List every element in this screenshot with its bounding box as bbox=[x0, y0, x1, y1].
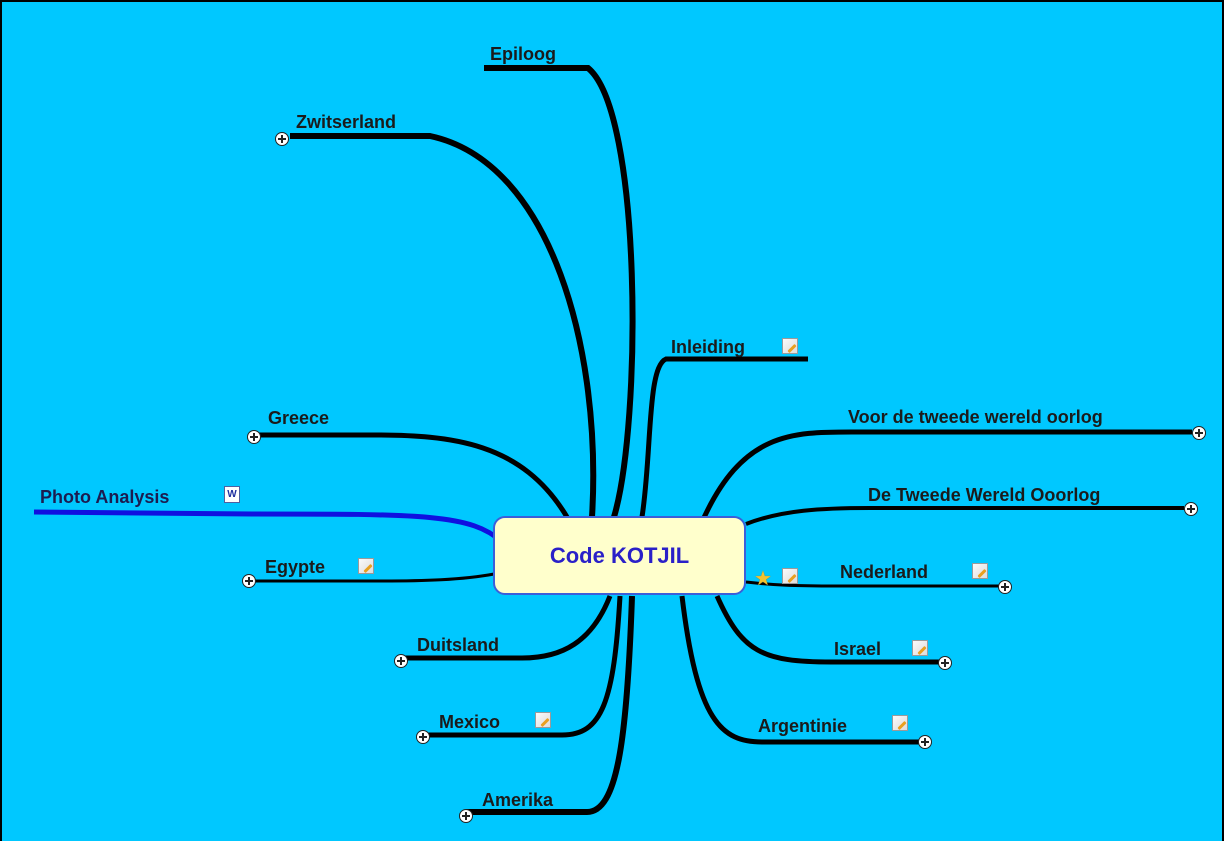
expand-duitsland-icon[interactable] bbox=[394, 654, 408, 668]
branch-inleiding bbox=[639, 356, 808, 518]
note-icon[interactable] bbox=[972, 563, 988, 579]
topic-epiloog[interactable]: Epiloog bbox=[490, 44, 556, 64]
expand-mexico-icon[interactable] bbox=[416, 730, 430, 744]
note-icon[interactable] bbox=[535, 712, 551, 728]
branch-mexico bbox=[422, 595, 623, 738]
note-icon[interactable] bbox=[912, 640, 928, 656]
expand-egypte-icon[interactable] bbox=[242, 574, 256, 588]
topic-egypte[interactable]: Egypte bbox=[265, 557, 326, 577]
star-icon: ★ bbox=[754, 568, 772, 590]
expand-israel-icon[interactable] bbox=[938, 656, 952, 670]
note-icon[interactable] bbox=[782, 568, 798, 584]
branch-argentinie bbox=[679, 595, 920, 745]
expand-voor-de-tweede-wereld-oorlog-icon[interactable] bbox=[1192, 426, 1206, 440]
topic-de-tweede-wereld-ooorlog[interactable]: De Tweede Wereld Ooorlog bbox=[868, 485, 1101, 505]
branch-nederland bbox=[745, 580, 1002, 588]
topic-zwitserland[interactable]: Zwitserland bbox=[296, 112, 397, 132]
topic-inleiding[interactable]: Inleiding bbox=[671, 337, 745, 357]
expand-zwitserland-icon[interactable] bbox=[275, 132, 289, 146]
topic-mexico[interactable]: Mexico bbox=[439, 712, 501, 732]
branch-photo-analysis bbox=[33, 509, 504, 544]
expand-de-tweede-wereld-ooorlog-icon[interactable] bbox=[1184, 502, 1198, 516]
word-document-icon[interactable]: W bbox=[224, 486, 240, 503]
branch-voor-de-tweede-wereld-oorlog bbox=[699, 429, 1192, 524]
expand-nederland-icon[interactable] bbox=[998, 580, 1012, 594]
branch-israel bbox=[714, 594, 940, 665]
topic-greece[interactable]: Greece bbox=[268, 408, 330, 428]
topic-amerika[interactable]: Amerika bbox=[482, 790, 554, 810]
central-topic[interactable]: Code KOTJIL bbox=[493, 516, 746, 595]
branch-duitsland bbox=[400, 595, 613, 661]
expand-amerika-icon[interactable] bbox=[459, 809, 473, 823]
branch-epiloog bbox=[484, 65, 636, 518]
branch-de-tweede-wereld-ooorlog bbox=[745, 506, 1184, 526]
branch-egypte bbox=[246, 572, 495, 583]
expand-argentinie-icon[interactable] bbox=[918, 735, 932, 749]
topic-nederland[interactable]: Nederland bbox=[840, 562, 929, 582]
note-icon[interactable] bbox=[358, 558, 374, 574]
expand-greece-icon[interactable] bbox=[247, 430, 261, 444]
topic-voor-de-tweede-wereld-oorlog[interactable]: Voor de tweede wereld oorlog bbox=[848, 407, 1103, 427]
central-topic-label: Code KOTJIL bbox=[549, 542, 690, 568]
branch-amerika bbox=[466, 595, 635, 815]
topic-argentinie[interactable]: Argentinie bbox=[758, 716, 848, 736]
note-icon[interactable] bbox=[892, 715, 908, 731]
branch-greece bbox=[254, 432, 570, 519]
topic-duitsland[interactable]: Duitsland bbox=[417, 635, 500, 655]
note-icon[interactable] bbox=[782, 338, 798, 354]
topic-photo-analysis[interactable]: Photo Analysis bbox=[40, 487, 170, 507]
topic-israel[interactable]: Israel bbox=[834, 639, 882, 659]
branch-zwitserland bbox=[290, 133, 597, 518]
